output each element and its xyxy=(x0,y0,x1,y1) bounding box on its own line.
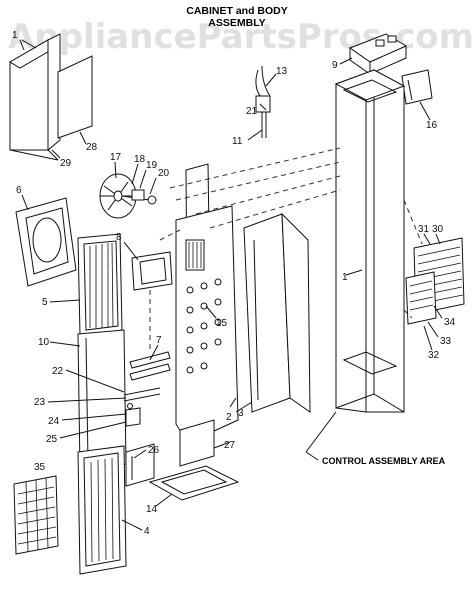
leader-lines xyxy=(19,39,443,531)
label-10: 10 xyxy=(38,337,50,348)
part-5-louver-grille xyxy=(77,233,123,337)
label-8: 8 xyxy=(116,232,122,243)
label-5: 5 xyxy=(42,297,48,308)
label-25: 1 xyxy=(12,30,18,41)
part-30-34-side-grille xyxy=(405,237,465,325)
part-2-side-panel xyxy=(243,212,311,413)
label-22: 22 xyxy=(52,366,64,377)
assembly-guide-lines xyxy=(149,147,423,350)
part-1-cabinet-column xyxy=(334,69,406,413)
label-34: 34 xyxy=(444,317,456,328)
diagram-title-line1: CABINET and BODY xyxy=(186,5,288,17)
label-35: 35 xyxy=(34,462,46,473)
part-6-fan-shroud xyxy=(15,197,77,287)
part-13-21-control xyxy=(255,65,271,138)
label-6: 6 xyxy=(16,185,22,196)
label-26: 26 xyxy=(148,445,160,456)
label-28: 28 xyxy=(86,142,98,153)
label-24: 24 xyxy=(48,416,60,427)
diagram-title-line2: ASSEMBLY xyxy=(208,17,265,29)
label-15: 15 xyxy=(216,318,228,329)
label-33: 33 xyxy=(440,336,452,347)
label-32: 32 xyxy=(428,350,440,361)
part-14-base-tray xyxy=(148,465,240,501)
part-25-28-29-corner-panel xyxy=(9,33,93,161)
part-labels: 1 28 29 6 17 18 19 20 8 5 10 22 23 24 25… xyxy=(12,30,456,537)
part-35-small-grille xyxy=(13,475,59,555)
label-25-lower: 25 xyxy=(46,434,58,445)
label-11: 11 xyxy=(232,136,243,147)
label-19: 19 xyxy=(146,160,158,171)
part-17-fan-motor xyxy=(99,173,157,219)
label-17: 17 xyxy=(110,152,122,163)
control-assembly-area-note: CONTROL ASSEMBLY AREA xyxy=(322,456,446,466)
label-27: 27 xyxy=(224,440,236,451)
part-22-25-hardware xyxy=(123,387,161,427)
label-31: 31 xyxy=(418,224,430,235)
part-7-top-cap xyxy=(348,33,408,75)
label-16: 16 xyxy=(426,120,438,131)
label-21: 21 xyxy=(246,106,258,117)
label-30: 30 xyxy=(432,224,444,235)
part-26-bottom-bracket xyxy=(125,443,155,487)
label-9: 7 xyxy=(156,335,162,346)
part-9-rails xyxy=(129,351,171,381)
label-29: 29 xyxy=(60,158,72,169)
label-20: 20 xyxy=(158,168,170,179)
label-13: 13 xyxy=(276,66,288,77)
label-18: 18 xyxy=(134,154,146,165)
label-2: 2 xyxy=(226,412,232,423)
label-7: 9 xyxy=(332,60,338,71)
part-16-cover xyxy=(401,69,433,105)
label-4: 4 xyxy=(144,526,150,537)
label-1: 1 xyxy=(342,272,348,283)
part-4-lower-grille xyxy=(77,445,127,575)
part-8-bracket xyxy=(131,251,173,291)
label-23: 23 xyxy=(34,397,46,408)
label-3: 3 xyxy=(238,408,244,419)
part-3-chassis xyxy=(175,163,239,467)
label-14: 14 xyxy=(146,504,158,515)
